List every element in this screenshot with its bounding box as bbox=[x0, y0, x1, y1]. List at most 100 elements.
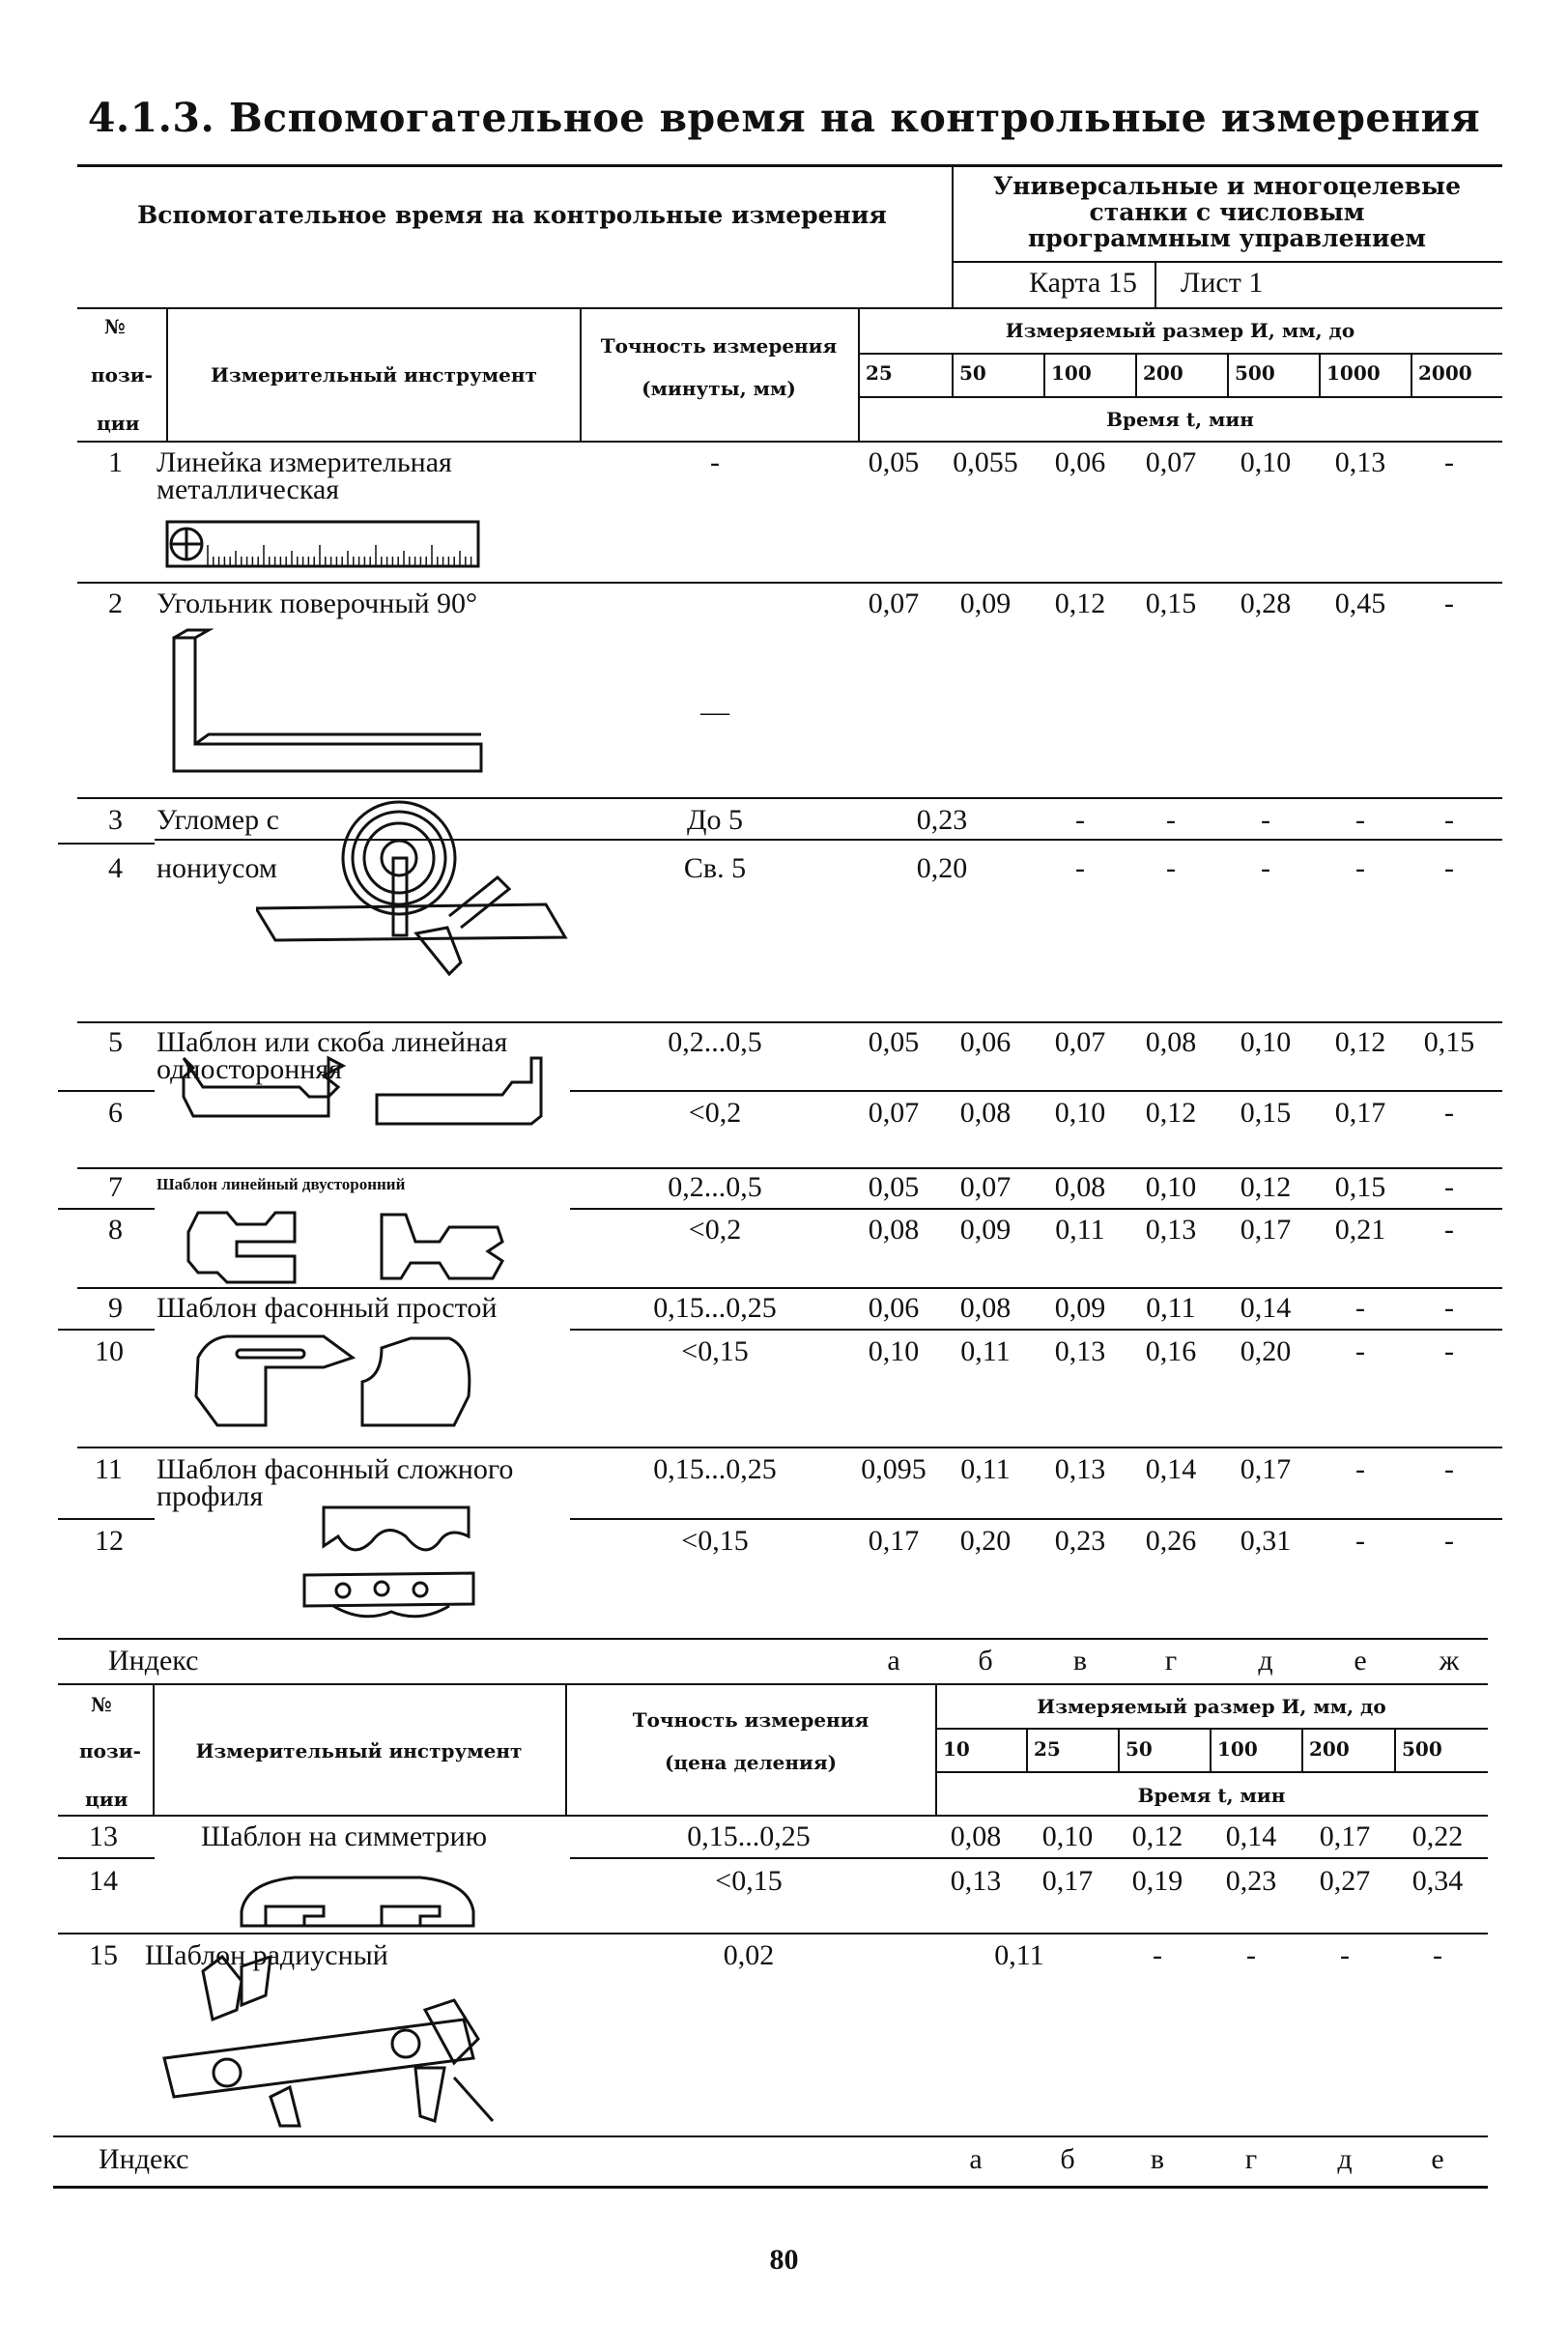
index-letter: в bbox=[1072, 1645, 1088, 1677]
accuracy: <0,2 bbox=[688, 1214, 742, 1246]
col-no-1: № bbox=[104, 315, 126, 338]
accuracy: <0,15 bbox=[715, 1865, 783, 1897]
time-value: - bbox=[1444, 446, 1454, 478]
time-value: 0,10 bbox=[868, 1335, 920, 1367]
size-header: 500 bbox=[1235, 361, 1275, 385]
protractor-icon bbox=[256, 800, 568, 977]
time-value: 0,10 bbox=[1145, 1171, 1197, 1203]
time-value: - bbox=[1444, 852, 1454, 884]
time-value: 0,20 bbox=[1240, 1335, 1292, 1367]
t2-size-label: Измеряемый размер И, мм, до bbox=[1037, 1695, 1386, 1718]
col-no-3: ции bbox=[97, 412, 140, 435]
t2-size-header: 25 bbox=[1034, 1737, 1061, 1761]
row-number: 9 bbox=[108, 1292, 123, 1324]
time-value: 0,09 bbox=[1054, 1292, 1106, 1324]
index-letter: г bbox=[1164, 1645, 1178, 1677]
time-value: 0,34 bbox=[1411, 1865, 1464, 1897]
time-merged: 0,11 bbox=[994, 1939, 1044, 1971]
time-value: 0,14 bbox=[1240, 1292, 1292, 1324]
time-value: 0,26 bbox=[1145, 1525, 1197, 1557]
size-header: 200 bbox=[1143, 361, 1183, 385]
col-accuracy-1: Точность измерения bbox=[600, 334, 838, 358]
time-value: 0,09 bbox=[959, 588, 1012, 619]
time-value: - bbox=[1075, 804, 1085, 836]
time-value: 0,12 bbox=[1145, 1097, 1197, 1129]
tool-name: Шаблон фасонный сложного bbox=[157, 1453, 514, 1485]
col-accuracy-2: (минуты, мм) bbox=[641, 377, 796, 400]
accuracy: — bbox=[700, 696, 729, 728]
card-number: Карта 15 bbox=[1029, 267, 1137, 299]
index-letter: г bbox=[1244, 2143, 1258, 2175]
header-right-line1: Универсальные и многоцелевые bbox=[992, 172, 1462, 200]
time-value: 0,45 bbox=[1334, 588, 1386, 619]
accuracy: <0,2 bbox=[688, 1097, 742, 1129]
t2-col-no-1: № bbox=[91, 1693, 112, 1716]
time-value: 0,22 bbox=[1411, 1820, 1464, 1852]
row-number: 13 bbox=[89, 1820, 118, 1852]
time-value: - bbox=[1433, 1939, 1442, 1971]
time-value: 0,11 bbox=[960, 1453, 1011, 1485]
row-number: 4 bbox=[108, 852, 123, 884]
row-number: 10 bbox=[95, 1335, 124, 1367]
time-value: - bbox=[1444, 1453, 1454, 1485]
time-value: 0,06 bbox=[1054, 446, 1106, 478]
time-value: 0,15 bbox=[1145, 588, 1197, 619]
accuracy: 0,15...0,25 bbox=[687, 1820, 811, 1852]
row-number: 5 bbox=[108, 1026, 123, 1058]
time-value: - bbox=[1444, 804, 1454, 836]
t2-size-header: 200 bbox=[1309, 1737, 1350, 1761]
t2-size-header: 50 bbox=[1126, 1737, 1153, 1761]
tool-name: нониусом bbox=[157, 852, 277, 884]
time-value: 0,11 bbox=[1146, 1292, 1196, 1324]
time-value: 0,14 bbox=[1225, 1820, 1277, 1852]
time-value: 0,08 bbox=[1145, 1026, 1197, 1058]
time-value: 0,13 bbox=[1054, 1335, 1106, 1367]
time-value: 0,10 bbox=[1054, 1097, 1106, 1129]
time-value: 0,23 bbox=[1225, 1865, 1277, 1897]
time-value: 0,17 bbox=[1240, 1453, 1292, 1485]
row-number: 8 bbox=[108, 1214, 123, 1246]
col-no-2: пози- bbox=[91, 363, 153, 387]
time-value: 0,07 bbox=[959, 1171, 1012, 1203]
time-merged: 0,20 bbox=[916, 852, 968, 884]
time-value: - bbox=[1355, 1292, 1365, 1324]
time-value: 0,08 bbox=[1054, 1171, 1106, 1203]
time-value: 0,17 bbox=[1240, 1214, 1292, 1246]
time-value: 0,27 bbox=[1319, 1865, 1371, 1897]
time-value: 0,20 bbox=[959, 1525, 1012, 1557]
accuracy: - bbox=[710, 446, 720, 478]
accuracy: <0,15 bbox=[681, 1525, 749, 1557]
time-value: 0,10 bbox=[1041, 1820, 1094, 1852]
time-value: 0,13 bbox=[1334, 446, 1386, 478]
row-number: 15 bbox=[89, 1939, 118, 1971]
time-value: 0,07 bbox=[868, 1097, 920, 1129]
time-label: Время t, мин bbox=[1106, 408, 1254, 431]
complex-template-icon bbox=[302, 1505, 475, 1619]
time-value: - bbox=[1261, 852, 1270, 884]
time-value: - bbox=[1355, 804, 1365, 836]
header-right-line2: станки с числовым bbox=[1089, 198, 1365, 226]
time-value: - bbox=[1355, 852, 1365, 884]
size-header: 2000 bbox=[1418, 361, 1472, 385]
tool-name: Угломер с bbox=[157, 804, 279, 836]
index-letter: а bbox=[887, 1645, 900, 1677]
accuracy: <0,15 bbox=[681, 1335, 749, 1367]
time-value: 0,055 bbox=[953, 446, 1018, 478]
time-value: 0,15 bbox=[1423, 1026, 1475, 1058]
row-number: 1 bbox=[108, 446, 123, 478]
time-value: 0,13 bbox=[1054, 1453, 1106, 1485]
t2-size-header: 10 bbox=[943, 1737, 970, 1761]
symmetry-template-icon bbox=[240, 1876, 475, 1928]
size-header: 100 bbox=[1051, 361, 1092, 385]
row-number: 3 bbox=[108, 804, 123, 836]
time-value: 0,11 bbox=[1055, 1214, 1105, 1246]
radius-gauge-icon bbox=[162, 1954, 495, 2128]
row-number: 12 bbox=[95, 1525, 124, 1557]
tool-name: Шаблон или скоба линейная bbox=[157, 1026, 508, 1058]
row-number: 2 bbox=[108, 588, 123, 619]
time-value: - bbox=[1355, 1525, 1365, 1557]
accuracy: Св. 5 bbox=[683, 852, 747, 884]
tool-name-cont: профиля bbox=[157, 1480, 264, 1512]
size-label: Измеряемый размер И, мм, до bbox=[1005, 319, 1355, 342]
tool-name: Шаблон радиусный bbox=[145, 1939, 388, 1971]
